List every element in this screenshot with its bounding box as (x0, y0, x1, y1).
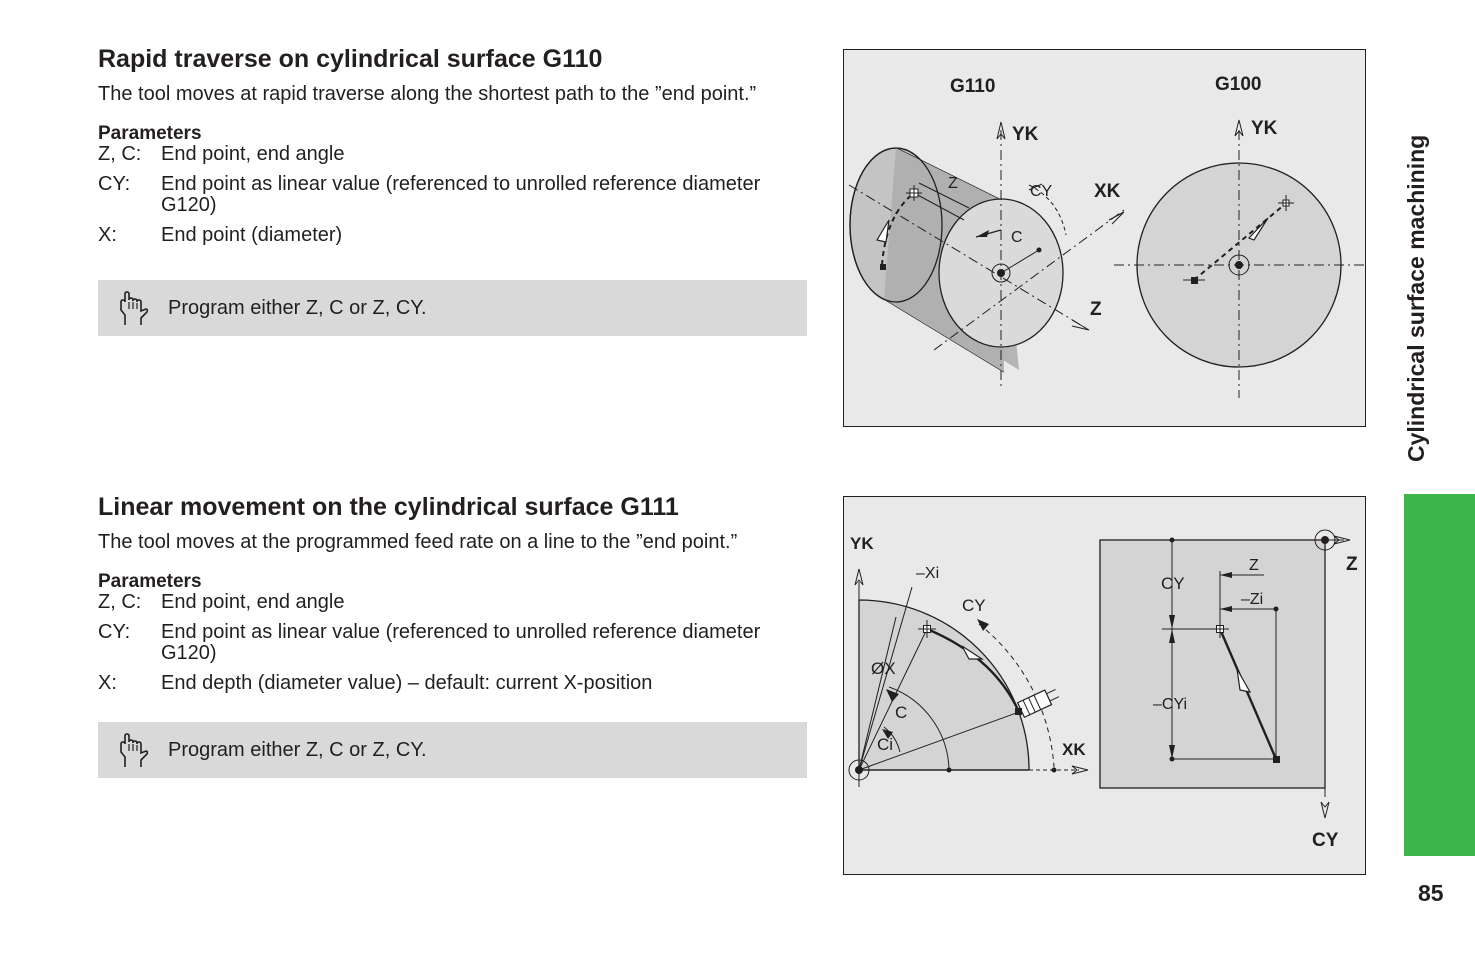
label-z-axis: Z (1346, 554, 1358, 575)
param-desc: End depth (diameter value) – default: cu… (161, 672, 653, 694)
label-z-dimension: Z (1249, 557, 1259, 574)
param-row: Z, C: End point, end angle (98, 144, 808, 165)
label-g110: G110 (950, 76, 995, 97)
label-yk: YK (1012, 124, 1039, 145)
label-z-dimension: Z (948, 175, 958, 192)
label-z: Z (1090, 299, 1102, 320)
label-cy-dimension: CY (1161, 574, 1185, 593)
param-row: CY: End point as linear value (reference… (98, 622, 808, 664)
label-xi: –Xi (916, 565, 939, 582)
note-text: Program either Z, C or Z, CY. (168, 738, 427, 761)
cylinder-diagram: G110 G100 YK YK XK Z Z CY C (848, 74, 1364, 398)
label-angle-ci: Ci (877, 735, 893, 754)
param-desc: End point, end angle (161, 591, 345, 613)
label-cy-axis: CY (1312, 830, 1339, 851)
label-yk: YK (850, 534, 874, 553)
param-row: Z, C: End point, end angle (98, 592, 808, 613)
param-desc: End point as linear value (referenced to… (161, 621, 761, 664)
param-key: Z, C: (98, 591, 142, 613)
param-row: CY: End point as linear value (reference… (98, 174, 808, 216)
pointing-hand-icon (98, 289, 168, 327)
section-title: Linear movement on the cylindrical surfa… (98, 493, 679, 521)
label-cyi-dimension: –CYi (1153, 696, 1187, 713)
page-number: 85 (1418, 880, 1444, 906)
chapter-tab (1404, 494, 1475, 856)
section-g110: Rapid traverse on cylindrical surface G1… (98, 42, 808, 255)
param-row: X: End point (diameter) (98, 225, 808, 246)
param-desc: End point (diameter) (161, 224, 343, 246)
quarter-disc (858, 599, 1030, 771)
label-yk: YK (1251, 118, 1278, 139)
pointing-hand-icon (98, 731, 168, 769)
label-angle-c: C (895, 703, 907, 722)
section-title: Rapid traverse on cylindrical surface G1… (98, 45, 603, 73)
param-key: X: (98, 224, 117, 246)
figure-g111: YK –Xi CY ØX C Ci XK Z CY CY Z –Zi –CYi (843, 496, 1366, 875)
linear-movement-diagram: YK –Xi CY ØX C Ci XK Z CY CY Z –Zi –CYi (848, 529, 1358, 851)
label-cy-arc: CY (962, 596, 986, 615)
label-zi-dimension: –Zi (1241, 591, 1263, 608)
note-text: Program either Z, C or Z, CY. (168, 296, 427, 319)
param-desc: End point, end angle (161, 143, 345, 165)
label-c-angle: C (1011, 229, 1023, 246)
unrolled-surface (1099, 539, 1326, 789)
section-intro: The tool moves at rapid traverse along t… (98, 83, 757, 105)
label-xk: XK (1062, 740, 1086, 759)
note-box: Program either Z, C or Z, CY. (98, 722, 807, 778)
param-desc: End point as linear value (referenced to… (161, 173, 761, 216)
figure-g110-g100: G110 G100 YK YK XK Z Z CY C (843, 49, 1366, 427)
parameters-heading: Parameters (98, 123, 202, 144)
section-intro: The tool moves at the programmed feed ra… (98, 531, 738, 553)
section-g111: Linear movement on the cylindrical surfa… (98, 490, 808, 703)
chapter-tab-label: Cylindrical surface machining (1403, 134, 1429, 462)
param-key: X: (98, 672, 117, 694)
label-g100: G100 (1215, 74, 1261, 95)
label-cy-arc: CY (1030, 183, 1053, 200)
param-key: CY: (98, 173, 131, 195)
param-key: Z, C: (98, 143, 142, 165)
parameters-heading: Parameters (98, 571, 202, 592)
note-box: Program either Z, C or Z, CY. (98, 280, 807, 336)
label-xk: XK (1094, 181, 1121, 202)
label-diameter-x: ØX (871, 659, 896, 678)
param-key: CY: (98, 621, 131, 643)
param-row: X: End depth (diameter value) – default:… (98, 673, 808, 694)
